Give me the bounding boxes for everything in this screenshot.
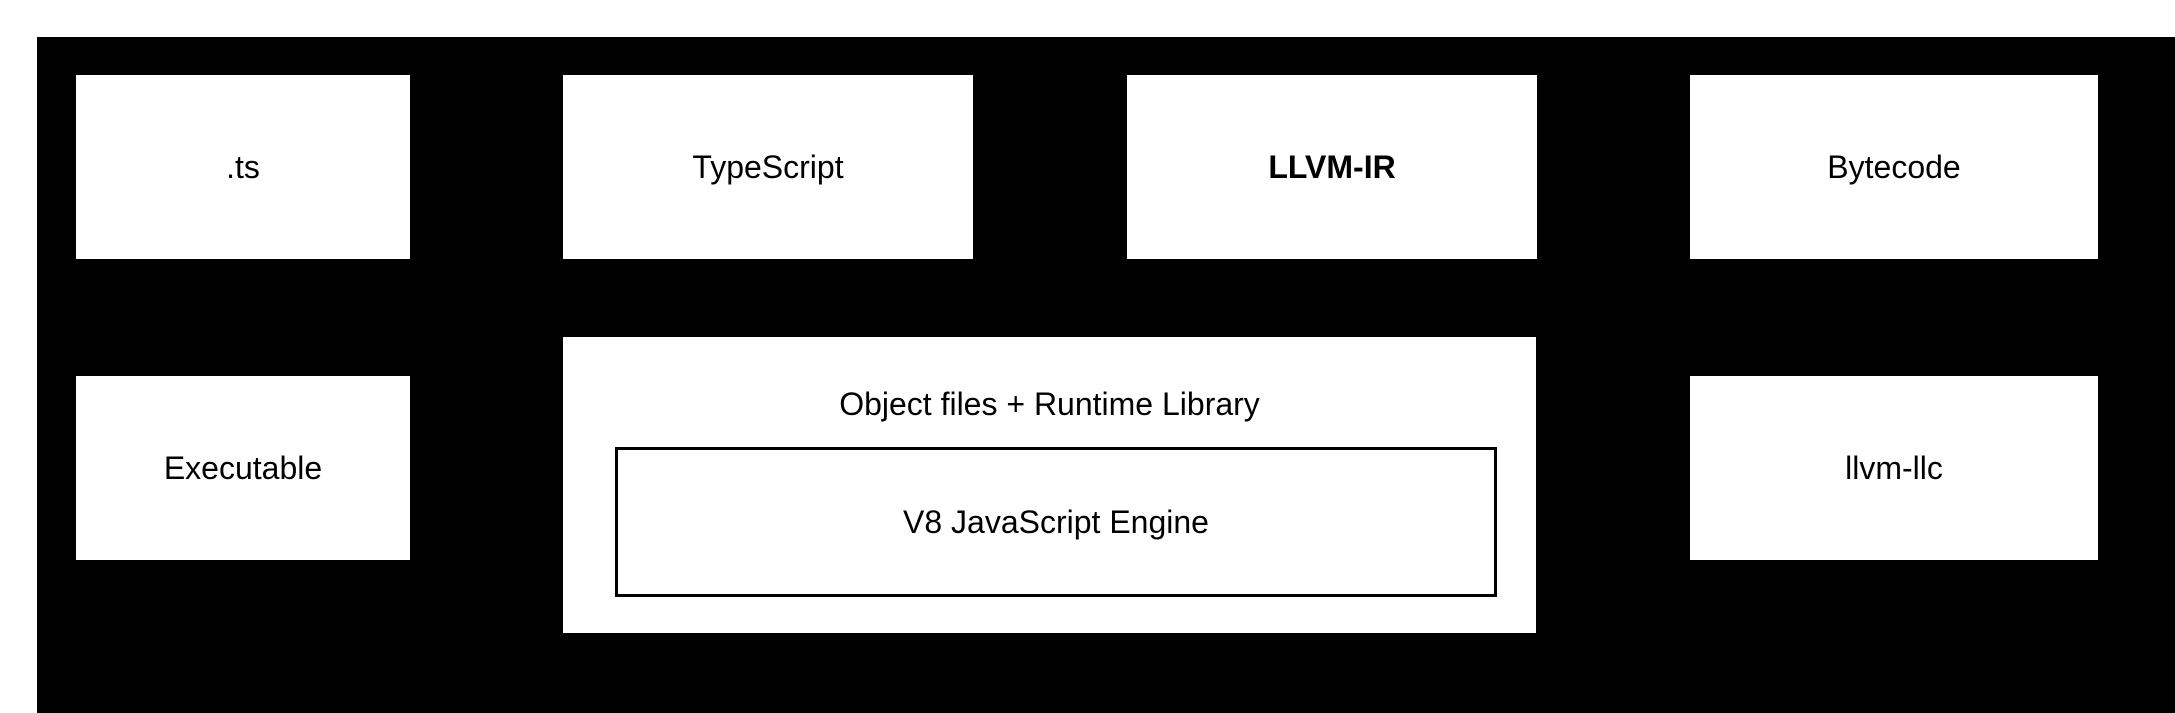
node-bytecode: Bytecode bbox=[1690, 75, 2098, 259]
node-v8-javascript-engine-label: V8 JavaScript Engine bbox=[903, 503, 1209, 540]
diagram-background: .ts TypeScript LLVM-IR Bytecode Executab… bbox=[37, 37, 2175, 713]
node-llvm-ir-label: LLVM-IR bbox=[1268, 148, 1396, 185]
node-v8-javascript-engine: V8 JavaScript Engine bbox=[615, 447, 1497, 597]
node-llvm-llc: llvm-llc bbox=[1690, 376, 2098, 560]
node-object-files-runtime-library: Object files + Runtime Library V8 JavaSc… bbox=[563, 337, 1536, 633]
node-typescript: TypeScript bbox=[563, 75, 973, 259]
node-executable: Executable bbox=[76, 376, 410, 560]
node-bytecode-label: Bytecode bbox=[1827, 148, 1961, 185]
node-executable-label: Executable bbox=[163, 449, 323, 486]
node-object-files-label: Object files + Runtime Library bbox=[839, 386, 1260, 422]
node-llvm-ir: LLVM-IR bbox=[1127, 75, 1537, 259]
node-llvm-llc-label: llvm-llc bbox=[1845, 449, 1943, 486]
node-typescript-label: TypeScript bbox=[692, 148, 844, 185]
node-ts-label: .ts bbox=[226, 148, 260, 185]
node-ts: .ts bbox=[76, 75, 410, 259]
